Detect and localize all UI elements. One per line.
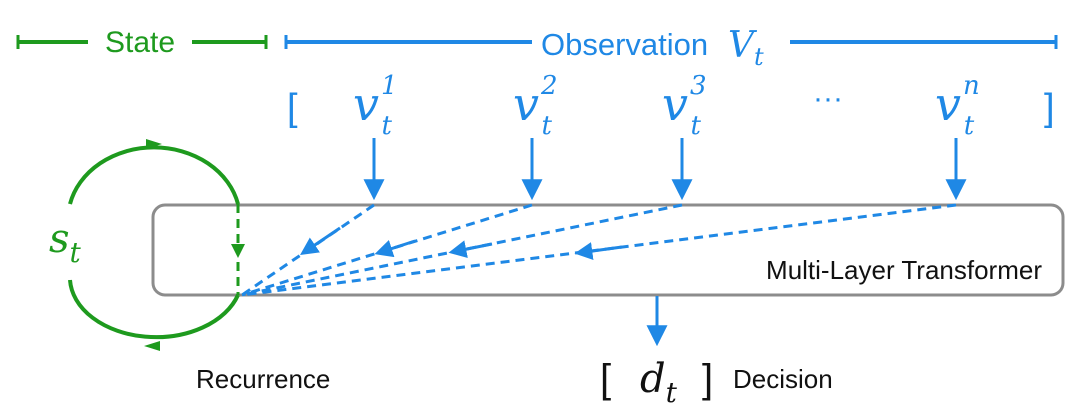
observation-span: Observation Vt xyxy=(284,25,1058,71)
token-ellipsis: ··· xyxy=(813,82,843,115)
decision-close-bracket: ] xyxy=(702,357,713,401)
input-arrows xyxy=(363,138,967,201)
token-open-bracket: [ xyxy=(287,87,298,129)
attention-arrow-n xyxy=(574,242,623,260)
decision-label: Decision xyxy=(733,364,833,394)
attention-arrow-3 xyxy=(448,240,493,259)
recurrence-arc-top xyxy=(68,145,240,205)
recurrence-loop: st xyxy=(49,139,245,351)
transformer-box xyxy=(151,203,1065,297)
recurrence-label: Recurrence xyxy=(196,364,330,394)
recurrence-arc-bottom xyxy=(68,279,240,340)
recurrence-arrow-bottom xyxy=(144,341,160,351)
state-symbol: st xyxy=(49,216,82,269)
observation-label: Observation xyxy=(541,27,708,62)
attention-paths xyxy=(241,203,957,297)
observation-symbol: Vt xyxy=(728,25,764,71)
attention-arrow-1 xyxy=(300,226,341,256)
token-close-bracket: ] xyxy=(1044,87,1055,129)
state-label: State xyxy=(105,26,175,59)
decision-open-bracket: [ xyxy=(600,357,611,401)
decision-output: [ dt ] Decision xyxy=(600,356,833,406)
attention-arrow-2 xyxy=(374,239,416,258)
recurrence-arrow-top xyxy=(146,139,162,149)
recurrence-dashed-arrowhead xyxy=(231,244,245,258)
decision-symbol: dt xyxy=(640,356,678,406)
state-span: State xyxy=(16,26,268,59)
transformer-label: Multi-Layer Transformer xyxy=(766,255,1042,285)
